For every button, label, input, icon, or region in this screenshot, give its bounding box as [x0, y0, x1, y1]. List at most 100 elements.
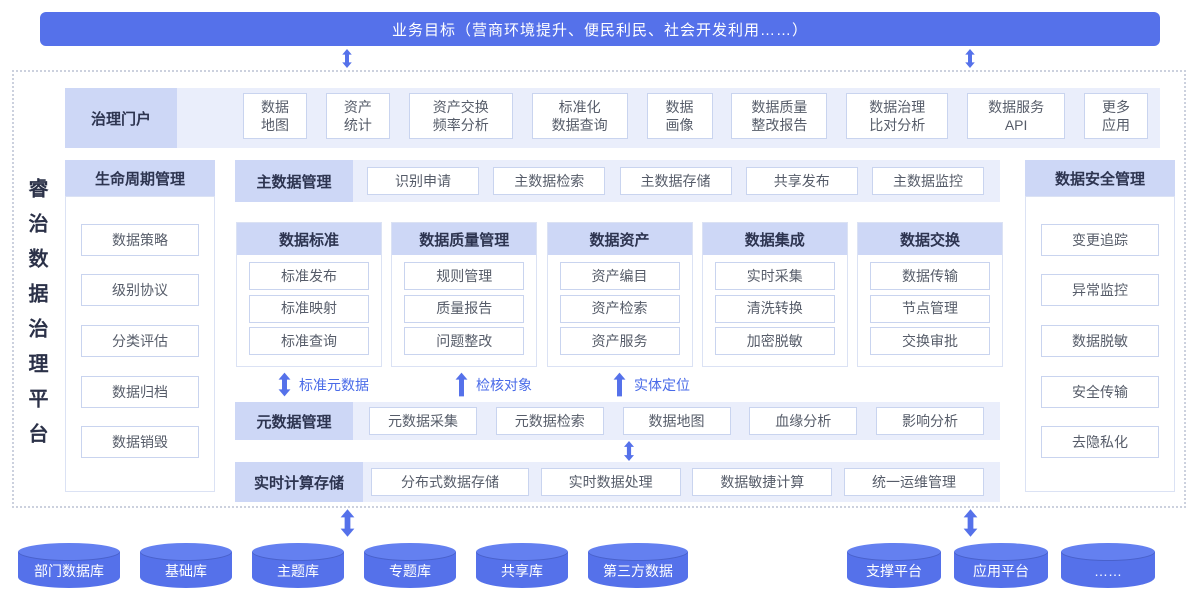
- flow-entity-location: 实体定位: [613, 371, 690, 398]
- portal-item: 标准化 数据查询: [531, 93, 628, 139]
- column-item-list: 规则管理质量报告问题整改: [392, 255, 536, 366]
- database-cylinder-icon: 部门数据库: [18, 543, 120, 588]
- column-item: 质量报告: [404, 294, 525, 323]
- business-goal-banner: 业务目标（营商环境提升、便民利民、社会开发利用……）: [40, 12, 1160, 46]
- realtime-item-list: 分布式数据存储实时数据处理数据敏捷计算统一运维管理: [371, 468, 984, 496]
- master-data-item: 主数据检索: [493, 167, 606, 195]
- lifecycle-section: 生命周期管理 数据策略级别协议分类评估数据归档数据销毁: [65, 160, 215, 492]
- updown-arrow-icon: [340, 49, 354, 68]
- updown-arrow-icon: [340, 509, 355, 537]
- updown-arrow-icon: [622, 441, 636, 461]
- column-data-standard: 数据标准 标准发布标准映射标准查询: [236, 222, 382, 367]
- portal-section: 治理门户 数据 地图资产 统计资产交换 频率分析标准化 数据查询数据 画像数据质…: [65, 88, 1160, 148]
- column-item: 标准映射: [249, 294, 369, 323]
- database-cylinder-icon: 专题库: [364, 543, 456, 588]
- column-item: 资产编目: [559, 262, 680, 291]
- column-data-asset: 数据资产 资产编目资产检索资产服务: [546, 222, 693, 367]
- master-data-header: 主数据管理: [235, 160, 353, 202]
- column-item-list: 数据传输节点管理交换审批: [858, 255, 1002, 366]
- column-data-exchange: 数据交换 数据传输节点管理交换审批: [857, 222, 1003, 367]
- master-data-item: 主数据监控: [872, 167, 984, 195]
- up-arrow-icon: [613, 372, 626, 397]
- column-header: 数据资产: [547, 223, 692, 255]
- column-item: 规则管理: [404, 262, 525, 291]
- realtime-header: 实时计算存储: [235, 462, 363, 502]
- column-item: 标准查询: [249, 326, 369, 355]
- portal-item: 数据服务 API: [967, 93, 1066, 139]
- portal-item: 数据 地图: [243, 93, 307, 139]
- database-cylinder-icon: 主题库: [252, 543, 344, 588]
- column-header: 数据交换: [858, 223, 1002, 255]
- master-data-item: 识别申请: [367, 167, 479, 195]
- bottom-row: 部门数据库 基础库 主题库 专题库 共享库 第三方: [18, 543, 1155, 588]
- metadata-item: 血缘分析: [749, 407, 858, 435]
- platform-label: 支撑平台: [866, 563, 922, 579]
- master-data-item-list: 识别申请主数据检索主数据存储共享发布主数据监控: [367, 167, 984, 195]
- security-item-list: 变更追踪异常监控数据脱敏安全传输去隐私化: [1025, 196, 1175, 492]
- realtime-item: 数据敏捷计算: [692, 468, 833, 496]
- security-item: 安全传输: [1041, 375, 1159, 408]
- column-header: 数据质量管理: [392, 223, 537, 255]
- platform-label: 应用平台: [973, 563, 1029, 579]
- master-data-item: 共享发布: [745, 167, 858, 195]
- portal-item: 资产交换 频率分析: [408, 93, 513, 139]
- platform-boundary: [12, 70, 1186, 508]
- column-item: 资产服务: [559, 326, 680, 355]
- column-item: 问题整改: [404, 326, 525, 355]
- database-label: 部门数据库: [34, 563, 104, 579]
- portal-item: 数据质量 整改报告: [731, 93, 828, 139]
- flow-label: 实体定位: [634, 376, 690, 393]
- column-item: 交换审批: [870, 326, 990, 355]
- lifecycle-item: 数据销毁: [81, 426, 199, 459]
- up-arrow-icon: [455, 372, 468, 397]
- platform-cylinder-icon: 应用平台: [954, 543, 1048, 588]
- portal-item: 数据 画像: [646, 93, 713, 139]
- column-item: 节点管理: [870, 294, 990, 323]
- platform-list: 支撑平台 应用平台 ……: [847, 543, 1155, 588]
- metadata-item: 数据地图: [622, 407, 731, 435]
- security-item: 异常监控: [1041, 274, 1159, 307]
- master-data-section: 主数据管理 识别申请主数据检索主数据存储共享发布主数据监控: [235, 160, 1000, 202]
- platform-title: 睿治数据治理平台: [25, 178, 47, 458]
- updown-arrow-icon: [963, 49, 977, 68]
- column-item: 数据传输: [870, 262, 990, 291]
- column-item: 标准发布: [249, 262, 369, 291]
- column-item: 资产检索: [559, 294, 680, 323]
- metadata-header: 元数据管理: [235, 402, 353, 440]
- column-item-list: 实时采集清洗转换加密脱敏: [703, 255, 847, 366]
- database-label: 共享库: [501, 563, 543, 579]
- capability-columns: 数据标准 标准发布标准映射标准查询 数据质量管理 规则管理质量报告问题整改 数据…: [236, 222, 1003, 367]
- security-header: 数据安全管理: [1025, 160, 1175, 196]
- realtime-item: 实时数据处理: [540, 468, 681, 496]
- column-header: 数据标准: [237, 223, 381, 255]
- platform-cylinder-icon: ……: [1061, 543, 1155, 588]
- database-label: 基础库: [165, 563, 207, 579]
- portal-item: 更多 应用: [1084, 93, 1148, 139]
- flow-label: 标准元数据: [299, 376, 369, 393]
- security-item: 变更追踪: [1041, 223, 1159, 256]
- column-item: 加密脱敏: [714, 326, 835, 355]
- database-cylinder-icon: 基础库: [140, 543, 232, 588]
- security-section: 数据安全管理 变更追踪异常监控数据脱敏安全传输去隐私化: [1025, 160, 1175, 492]
- lifecycle-item: 数据策略: [81, 223, 199, 256]
- database-label: 专题库: [389, 563, 431, 579]
- platform-cylinder-icon: 支撑平台: [847, 543, 941, 588]
- database-cylinder-icon: 共享库: [476, 543, 568, 588]
- lifecycle-item-list: 数据策略级别协议分类评估数据归档数据销毁: [65, 196, 215, 492]
- platform-label: ……: [1094, 563, 1122, 579]
- column-item-list: 资产编目资产检索资产服务: [548, 255, 692, 366]
- flow-standard-metadata: 标准元数据: [278, 371, 369, 398]
- updown-arrow-icon: [963, 509, 978, 537]
- column-item-list: 标准发布标准映射标准查询: [237, 255, 381, 366]
- database-label: 第三方数据: [603, 563, 673, 579]
- flow-check-object: 检核对象: [455, 371, 532, 398]
- database-label: 主题库: [277, 563, 319, 579]
- realtime-item: 统一运维管理: [843, 468, 984, 496]
- data-source-list: 部门数据库 基础库 主题库 专题库 共享库 第三方: [18, 543, 688, 588]
- lifecycle-header: 生命周期管理: [65, 160, 215, 196]
- portal-item: 数据治理 比对分析: [846, 93, 949, 139]
- column-header: 数据集成: [702, 223, 847, 255]
- master-data-item: 主数据存储: [619, 167, 732, 195]
- flow-label: 检核对象: [476, 376, 532, 393]
- column-item: 清洗转换: [714, 294, 835, 323]
